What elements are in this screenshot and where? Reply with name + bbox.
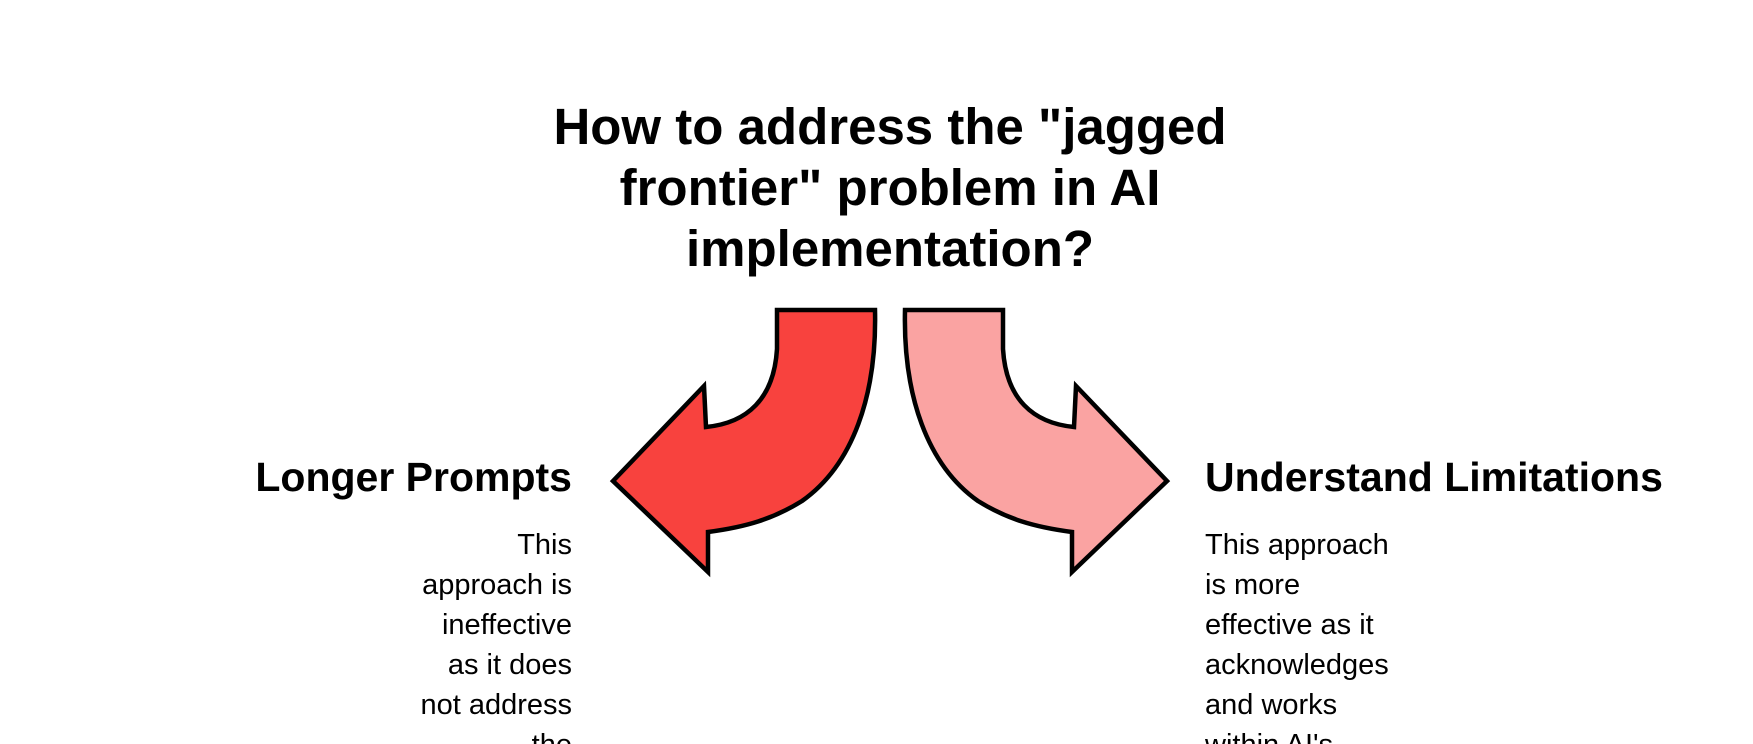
option-right-label: Understand Limitations — [1205, 454, 1663, 500]
option-left-label: Longer Prompts — [255, 454, 572, 500]
option-right-description: This approach is more effective as it ac… — [1205, 529, 1389, 744]
page-title-line-1: How to address the "jagged — [553, 98, 1227, 155]
curved-arrow-right-icon — [902, 307, 1171, 578]
page-title: How to address the "jagged frontier" pro… — [490, 96, 1290, 279]
page-title-line-3: implementation? — [685, 220, 1095, 277]
option-left-description: This approach is ineffective as it does … — [420, 529, 572, 744]
page-title-line-2: frontier" problem in AI — [619, 159, 1161, 216]
curved-arrow-left-icon — [609, 307, 878, 578]
